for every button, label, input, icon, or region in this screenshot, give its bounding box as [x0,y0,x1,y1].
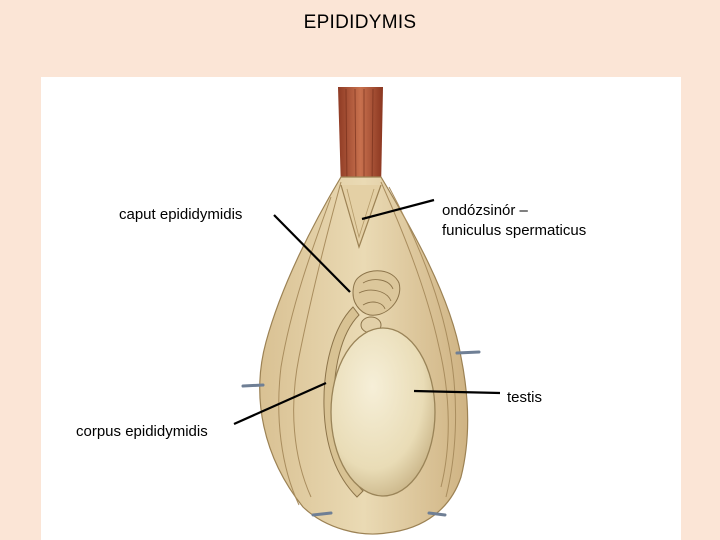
slide-title: EPIDIDYMIS [303,12,417,33]
epididymis-illustration [241,87,481,535]
corpus-epididymidis [323,306,364,498]
spermatic-cord-muscle [338,87,383,189]
label-funiculus-line2: funiculus spermaticus [442,222,587,239]
label-caput-epididymidis: caput epididymidis [119,206,243,223]
label-testis: testis [507,389,543,406]
label-funiculus-line1: ondózsinór – [442,202,528,219]
testis [330,327,436,497]
label-corpus-epididymidis: corpus epididymidis [76,423,208,440]
